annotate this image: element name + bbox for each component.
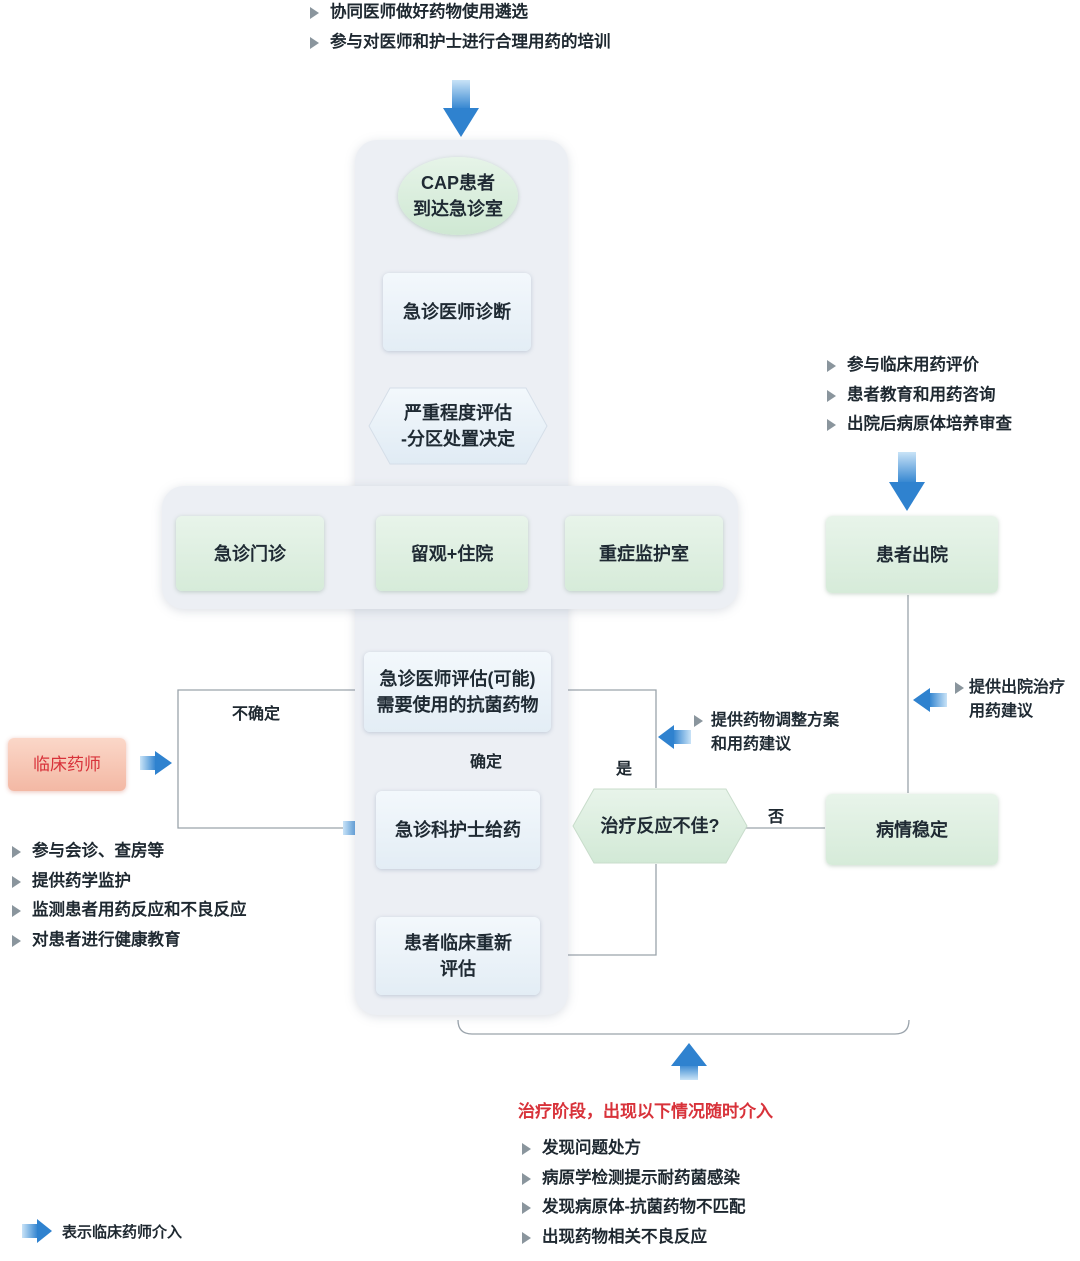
- discharge-note-line2: 用药建议: [969, 703, 1034, 720]
- bottom-bullet-list: 发现问题处方 病原学检测提示耐药菌感染 发现病原体-抗菌药物不匹配 出现药物相关…: [522, 1134, 746, 1252]
- start-node-line1: CAP患者: [420, 173, 495, 193]
- intervention-arrow-adjust: [658, 725, 691, 749]
- nurse-label: 急诊科护士给药: [395, 820, 521, 840]
- pharmacist-box: 临床药师: [8, 738, 126, 791]
- discharge-note-line1: 提供出院治疗: [969, 679, 1066, 696]
- list-item: 发现病原体-抗菌药物不匹配: [522, 1193, 746, 1223]
- list-item: 发现问题处方: [522, 1134, 746, 1164]
- top-bullet-list: 协同医师做好药物使用遴选 参与对医师和护士进行合理用药的培训: [310, 0, 611, 57]
- list-item: 病原学检测提示耐药菌感染: [522, 1164, 746, 1194]
- poor-response-label: 治疗反应不佳?: [600, 816, 720, 836]
- left-bullet-list: 参与会诊、查房等 提供药学监护 监测患者用药反应和不良反应 对患者进行健康教育: [12, 837, 247, 955]
- intervention-arrow-discharge: [889, 452, 925, 511]
- adjust-note: 提供药物调整方案 和用药建议: [694, 709, 839, 757]
- evaluate-line2: 需要使用的抗菌药物: [376, 695, 539, 715]
- intervention-arrow-bottom: [671, 1043, 707, 1080]
- list-item: 出现药物相关不良反应: [522, 1223, 746, 1253]
- evaluate-node: 急诊医师评估(可能) 需要使用的抗菌药物: [364, 652, 551, 732]
- start-node-line2: 到达急诊室: [413, 199, 503, 219]
- severity-node: 严重程度评估 -分区处置决定: [368, 387, 548, 465]
- discharge-note: 提供出院治疗 用药建议: [955, 676, 1065, 724]
- stable-label: 病情稳定: [876, 819, 948, 840]
- nurse-node: 急诊科护士给药: [376, 791, 540, 869]
- icu-node: 重症监护室: [565, 516, 723, 591]
- discharge-node: 患者出院: [826, 516, 998, 593]
- adjust-note-line2: 和用药建议: [711, 736, 792, 753]
- diagnose-label: 急诊医师诊断: [403, 302, 511, 322]
- observation-node: 留观+住院: [376, 516, 528, 591]
- reassess-node: 患者临床重新评估: [376, 917, 540, 995]
- list-item: 监测患者用药反应和不良反应: [12, 896, 247, 926]
- diagnose-node: 急诊医师诊断: [383, 273, 531, 351]
- reassess-line2: 评估: [440, 959, 476, 979]
- edge-label-uncertain: 不确定: [232, 706, 281, 723]
- intervention-arrow-top: [443, 80, 479, 137]
- list-item: 参与会诊、查房等: [12, 837, 247, 867]
- treatment-stage-title: 治疗阶段，出现以下情况随时介入: [518, 1102, 773, 1121]
- evaluate-line1: 急诊医师评估(可能): [379, 669, 536, 689]
- outpatient-node: 急诊门诊: [176, 516, 324, 591]
- intervention-arrow-discharge-advice: [913, 688, 947, 712]
- legend-text: 表示临床药师介入: [62, 1224, 183, 1241]
- severity-line1: 严重程度评估: [404, 403, 512, 423]
- edge-label-certain: 确定: [470, 754, 503, 771]
- list-item: 出院后病原体培养审查: [827, 410, 1012, 440]
- list-item: 参与对医师和护士进行合理用药的培训: [310, 28, 611, 58]
- severity-line2: -分区处置决定: [401, 429, 515, 449]
- start-node: CAP患者到达急诊室: [398, 157, 518, 235]
- pharmacist-label: 临床药师: [33, 754, 101, 774]
- adjust-note-line1: 提供药物调整方案: [711, 712, 840, 729]
- severity-node-shape: [368, 387, 548, 465]
- discharge-note-line1-wrap: 提供出院治疗: [955, 676, 1065, 700]
- reassess-line1: 患者临床重新: [404, 933, 512, 953]
- edge-label-no: 否: [768, 809, 785, 826]
- list-item: 提供药学监护: [12, 867, 247, 897]
- poor-response-node: 治疗反应不佳?: [572, 788, 748, 864]
- legend-arrow-icon: [22, 1219, 52, 1243]
- list-item: 参与临床用药评价: [827, 351, 1012, 381]
- icu-label: 重症监护室: [599, 543, 689, 564]
- intervention-arrow-pharmacist: [140, 751, 172, 775]
- list-item: 患者教育和用药咨询: [827, 381, 1012, 411]
- bullet-triangle-icon: [955, 682, 964, 694]
- list-item: 协同医师做好药物使用遴选: [310, 0, 611, 28]
- outpatient-label: 急诊门诊: [214, 543, 286, 564]
- list-item: 对患者进行健康教育: [12, 926, 247, 956]
- discharge-label: 患者出院: [876, 544, 948, 565]
- edge-label-yes: 是: [616, 761, 633, 778]
- poor-response-node-shape: [572, 788, 748, 864]
- right-bullet-list: 参与临床用药评价 患者教育和用药咨询 出院后病原体培养审查: [827, 351, 1012, 440]
- observation-label: 留观+住院: [410, 543, 494, 564]
- adjust-note-line1-wrap: 提供药物调整方案: [694, 709, 839, 733]
- stable-node: 病情稳定: [826, 794, 998, 865]
- bullet-triangle-icon: [694, 715, 703, 727]
